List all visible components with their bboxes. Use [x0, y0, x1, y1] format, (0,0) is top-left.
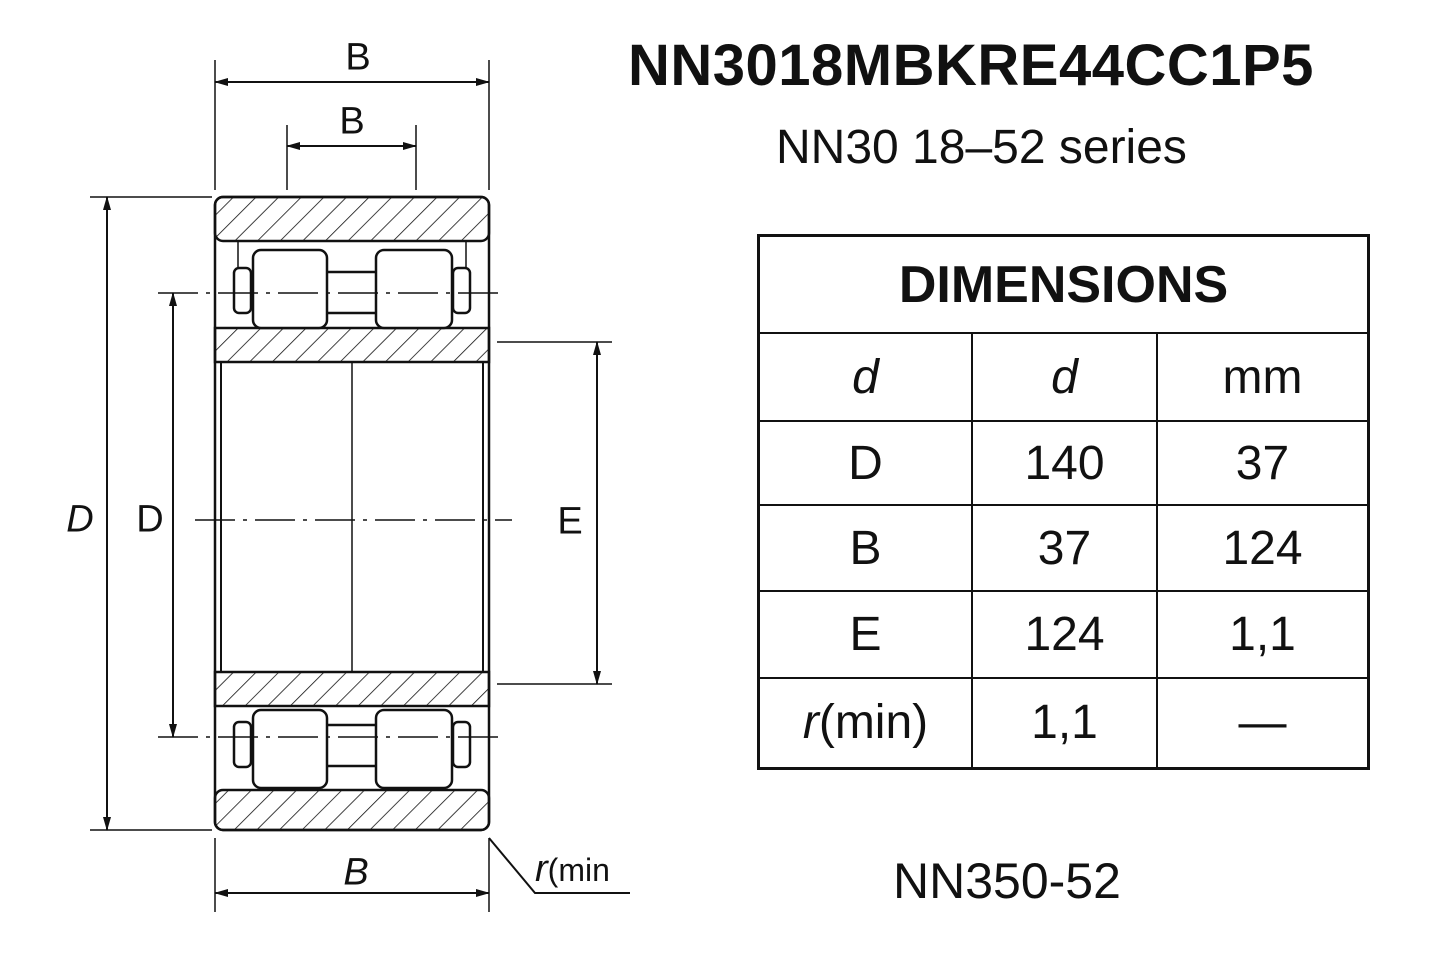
label-r-min: r(min: [535, 848, 610, 891]
table-cell: B: [757, 504, 973, 592]
table-cell: 124: [1156, 504, 1370, 592]
table-header: DIMENSIONS: [757, 234, 1370, 334]
table-cell: 37: [1156, 420, 1370, 506]
column-header: d: [971, 332, 1158, 422]
column-header: d: [757, 332, 973, 422]
table-cell: 37: [971, 504, 1158, 592]
bearing-drawing: [90, 60, 630, 912]
footer-series-code: NN350-52: [893, 853, 1121, 909]
min-text: (min: [547, 852, 610, 888]
table-row: D 140 37: [757, 420, 1370, 506]
table-row: r(min) 1,1 —: [757, 677, 1370, 769]
column-header: mm: [1156, 332, 1370, 422]
label-e: E: [557, 500, 583, 543]
table-cell: 140: [971, 420, 1158, 506]
table-row: E 124 1,1: [757, 590, 1370, 679]
dimensions-table: DIMENSIONS d d mm D 140 37 B 37 124 E 12…: [757, 234, 1370, 770]
r-symbol: r: [802, 696, 819, 750]
label-b-outer: B: [345, 36, 371, 79]
r-symbol: r: [535, 848, 548, 890]
table-cell: E: [757, 590, 973, 679]
label-b-inner: B: [339, 100, 365, 143]
table-cell: 1,1: [1156, 590, 1370, 679]
label-d-inner: D: [136, 498, 164, 541]
label-d-outer: D: [66, 498, 94, 541]
part-number-title: NN3018MBKRE44CC1P5: [628, 33, 1314, 98]
table-cell: 1,1: [971, 677, 1158, 769]
table-cell: r(min): [757, 677, 973, 769]
table-row: B 37 124: [757, 504, 1370, 592]
table-cell: 124: [971, 590, 1158, 679]
series-subtitle: NN30 18–52 series: [776, 121, 1187, 174]
table-cell: —: [1156, 677, 1370, 769]
label-b-bottom: B: [343, 851, 369, 894]
min-suffix: (min): [818, 696, 929, 750]
table-cell: D: [757, 420, 973, 506]
